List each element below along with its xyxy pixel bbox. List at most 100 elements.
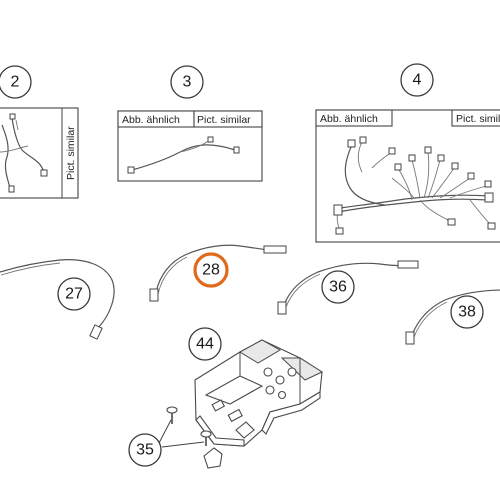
callout-27-label: 27 [65,286,83,303]
panel-2-connector [8,185,15,193]
screw [166,406,178,424]
panel-3-pict-similar: Pict. similar [197,114,251,126]
panel-3-connector [233,146,240,154]
harness-connector [447,218,456,226]
panel-4-pict-similar: Pict. similar [456,113,500,125]
bracket-slot [235,421,255,439]
screw-head [166,406,178,414]
part-44-bracket [194,339,324,469]
callout-28[interactable]: 28 [193,252,229,288]
harness-connector [333,204,343,216]
panel-3-abb-similar: Abb. ähnlich [122,114,180,126]
harness-connector [467,172,475,180]
callout-38-circle [450,295,484,329]
panel-3-connector [207,136,214,143]
callout-27-circle [57,277,91,311]
harness-branch [344,144,386,206]
callout-3[interactable]: 3 [170,65,204,99]
panel-4-label-box-abb [315,109,393,127]
screw-head [200,430,212,438]
callout-35[interactable]: 35 [128,433,162,467]
leader-line-35 [157,419,172,446]
cable-27-wire [0,259,115,329]
panel-2: Pict. similar [0,107,79,199]
panel-3-label-box-pict [193,110,263,128]
harness-connector [487,222,496,230]
harness-connector [424,146,432,154]
harness-branch [431,167,455,199]
panel-4: Abb. ähnlich Pict. similar [315,109,500,243]
callout-28-label: 28 [202,262,220,279]
cable-28-wire [157,256,188,295]
panel-3-connector [127,166,135,174]
callout-35-circle [128,433,162,467]
panel-2-wire [0,145,29,153]
callout-2-label: 2 [11,74,20,91]
callout-36[interactable]: 36 [321,270,355,304]
panel-2-wire [15,119,19,131]
bracket-edge [261,391,321,435]
harness-branch [449,185,487,199]
leader-line-35 [161,441,205,448]
panel-2-connector [9,113,16,120]
harness-branch [357,141,363,173]
cable-38-wire [413,301,448,338]
callout-4-circle [400,63,434,97]
cable-36-connector [277,301,287,315]
cable-36-connector [397,260,419,269]
panel-2-connector [40,169,48,177]
cable-36 [277,260,419,315]
panel-2-wire [1,124,11,189]
cable-36-wire [285,273,321,308]
callout-44-label: 44 [196,336,214,353]
cable-38-connector [405,331,415,345]
bracket-foot [203,447,223,469]
panel-4-abb-similar: Abb. ähnlich [320,113,378,125]
cable-38-wire [411,289,500,336]
callout-4[interactable]: 4 [400,63,434,97]
callout-2-circle [0,65,32,99]
harness-connector [408,154,416,162]
cable-28-connector [263,245,287,254]
harness-trunk [337,198,489,213]
callout-28-circle [193,252,229,288]
callout-3-label: 3 [183,74,192,91]
callout-38-label: 38 [458,304,476,321]
cable-28-wire [155,244,281,293]
panel-3-notes: Abb. ähnlich Pict. similar [122,114,251,126]
cable-28-connector [149,288,159,302]
callout-36-label: 36 [329,279,347,296]
harness-connector [394,163,402,171]
part-35-screws [157,406,212,448]
harness-connector [347,139,356,148]
callout-27[interactable]: 27 [57,277,91,311]
panel-4-notes: Abb. ähnlich Pict. similar [320,113,500,125]
panel-2-note: Pict. similar [65,126,77,180]
bracket-hole [275,375,285,385]
callout-38[interactable]: 38 [450,295,484,329]
cable-28 [149,244,287,302]
bracket-top-face [239,339,282,364]
bracket-hole [263,367,273,377]
callout-35-label: 35 [136,442,154,459]
harness-branch [427,159,441,199]
panel-3-wire [179,139,211,153]
harness-branch [391,177,415,199]
harness-branch [411,159,421,199]
harness-connector [388,147,396,155]
panel-2-wiring [0,113,48,193]
harness-branch [423,151,430,199]
bracket-top-face [280,357,324,381]
bracket-hole [287,367,297,377]
harness-connector [437,154,445,162]
bracket-slot [211,399,226,412]
callout-44-circle [188,327,222,361]
callout-2[interactable]: 2 [0,65,32,99]
panel-2-wire [11,117,45,173]
cable-27-wire [0,262,61,276]
callout-44[interactable]: 44 [188,327,222,361]
harness-connector [359,136,367,144]
callout-4-label: 4 [413,72,422,89]
harness-connector [484,192,494,203]
